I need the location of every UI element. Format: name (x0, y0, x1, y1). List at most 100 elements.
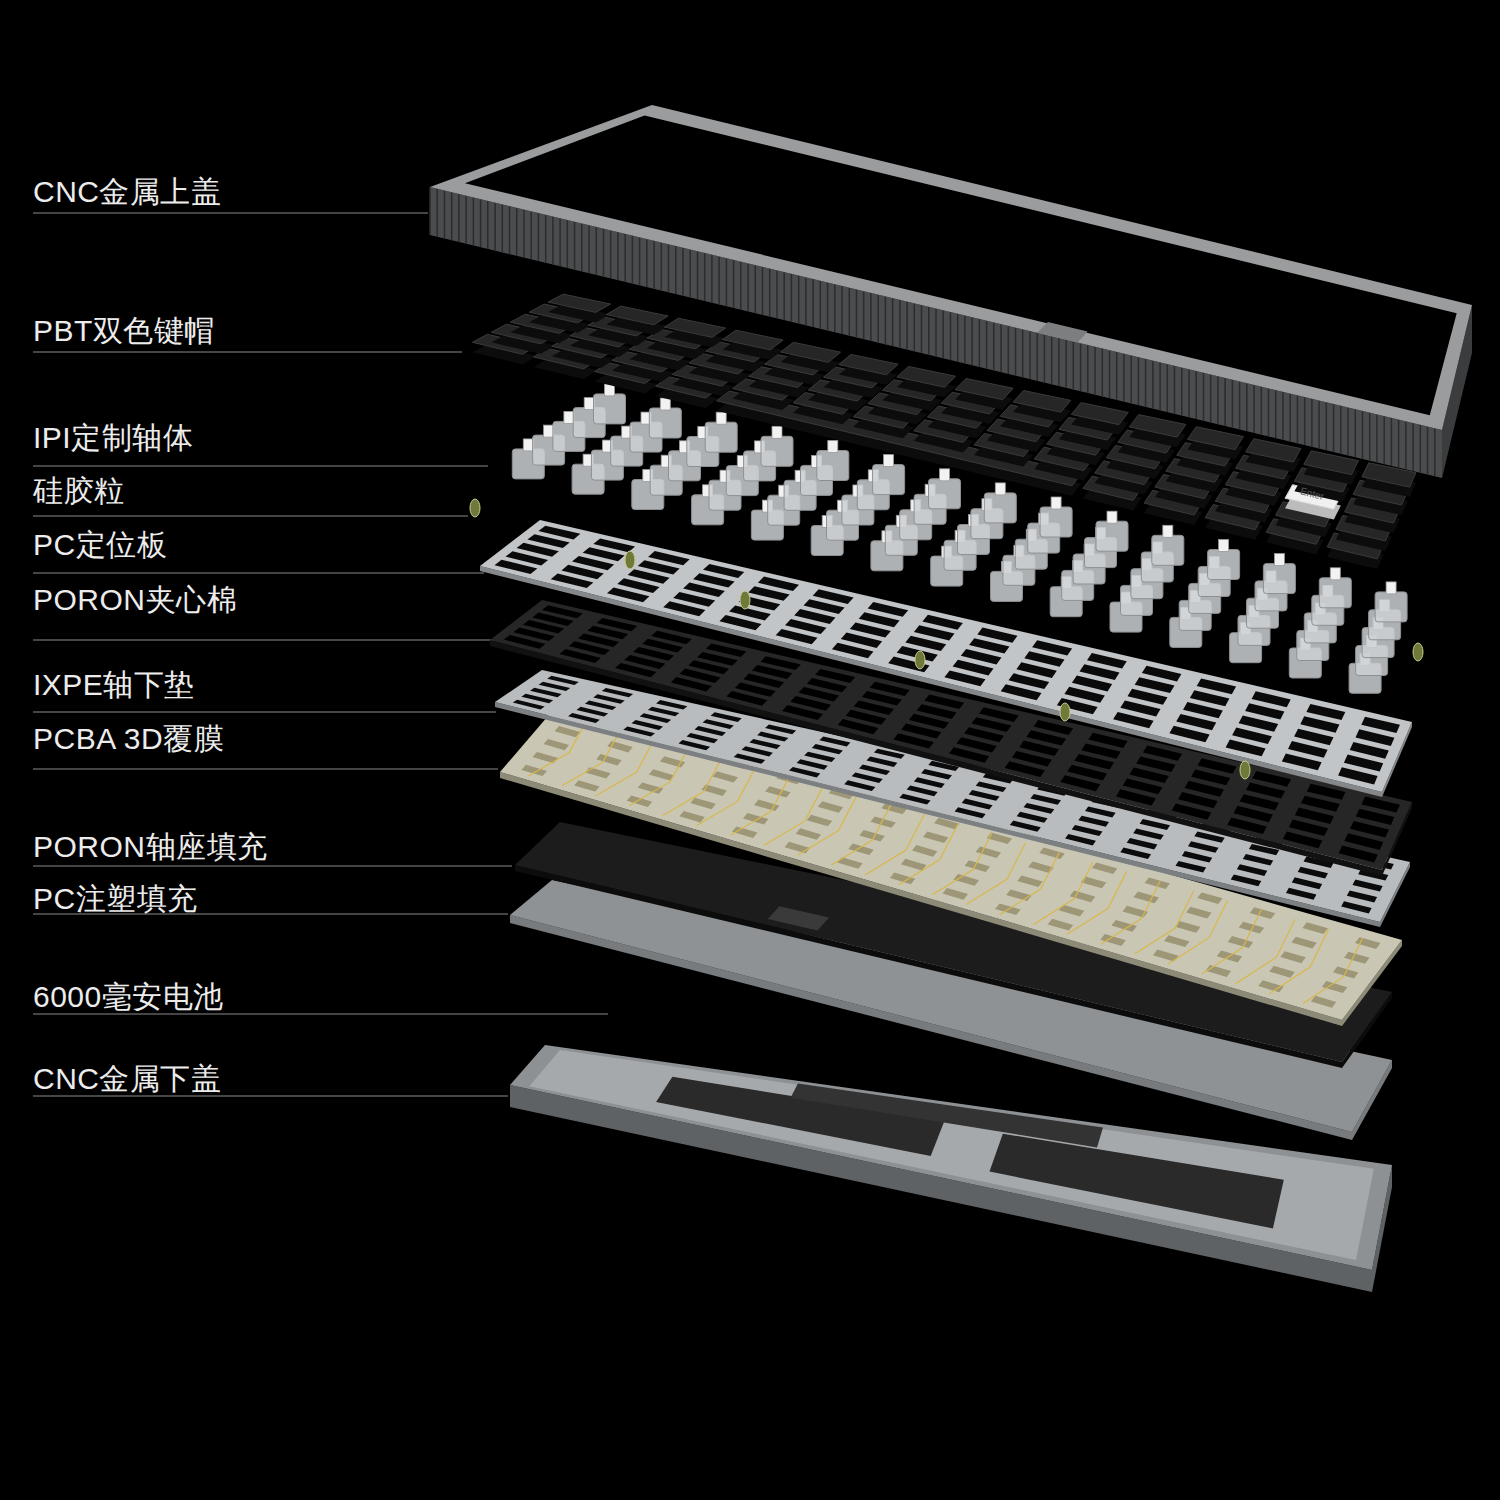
pcb-trace (1269, 929, 1328, 994)
frame-rib (639, 237, 641, 285)
frame-rib (979, 319, 981, 367)
ixpe-hole (742, 746, 773, 756)
pcb-pad (807, 815, 833, 827)
frame-rib (689, 250, 691, 298)
pcb-pad (1092, 863, 1118, 875)
plate-hole (1338, 767, 1378, 784)
keycap (1013, 391, 1071, 413)
frame-rib (429, 187, 431, 235)
pcb-pad (713, 771, 739, 782)
pcb-pad (1039, 848, 1065, 860)
ixpe-hole (1140, 819, 1171, 830)
foam-hole (706, 644, 747, 658)
frame-rib (603, 229, 605, 277)
plate-hole (1239, 715, 1279, 731)
frame-rib (632, 236, 634, 284)
ixpe-hole (687, 733, 719, 743)
pcb-pad (818, 801, 844, 812)
pcb-trace (730, 776, 790, 835)
frame-rib (1333, 404, 1335, 452)
switch-housing (649, 408, 681, 438)
leader-line (33, 515, 468, 516)
frame-rib (1261, 387, 1263, 435)
frame-rib (1268, 388, 1270, 436)
pcb-pad (1048, 919, 1074, 931)
switch-stem (1274, 554, 1284, 566)
frame-rib (870, 293, 872, 341)
ixpe-hole (539, 682, 571, 691)
frame-rib (993, 322, 995, 370)
keycap (839, 354, 898, 374)
switch-stem (564, 411, 574, 423)
leader-line (33, 639, 494, 640)
frame-rib (1376, 414, 1378, 462)
frame-rib (494, 203, 496, 251)
frame-rib (1152, 361, 1154, 409)
frame-rib (509, 206, 511, 254)
leader-line (33, 572, 484, 573)
leader-line (33, 865, 512, 866)
plate-hole (813, 589, 854, 604)
pcb-trace (1067, 872, 1127, 935)
frame-rib (552, 217, 554, 265)
pcb-pad (923, 831, 949, 843)
frame-rib (740, 262, 742, 310)
frame-rib (1232, 380, 1234, 428)
frame-rib (1405, 421, 1407, 469)
ixpe-hole (703, 719, 734, 729)
ixpe-hole (899, 794, 930, 805)
frame-rib (877, 295, 879, 343)
ixpe-pad-front (495, 702, 1380, 927)
frame-rib (653, 241, 655, 289)
frame-rib (1355, 409, 1357, 457)
plate-hole (648, 551, 690, 565)
frame-rib (444, 191, 446, 239)
ixpe-hole (585, 701, 617, 711)
ixpe-hole (734, 753, 766, 763)
plate-hole (1135, 677, 1175, 693)
switch-stem (828, 441, 838, 453)
frame-rib (1203, 373, 1205, 421)
keycap (897, 366, 956, 387)
ixpe-hole (867, 757, 898, 767)
switch-housing (1208, 550, 1240, 580)
keycap (1188, 427, 1244, 450)
ixpe-hole (593, 694, 624, 704)
ixpe-hole (1176, 861, 1207, 873)
frame-rib (783, 272, 785, 320)
plate-hole (1226, 740, 1266, 757)
ixpe-hole (656, 700, 687, 710)
ixpe-hole (1231, 874, 1262, 886)
frame-rib (697, 251, 699, 299)
frame-rib (1015, 328, 1017, 376)
ixpe-hole (521, 694, 553, 704)
foam-hole (1088, 733, 1127, 748)
frame-rib (1282, 392, 1284, 440)
frame-rib (1217, 376, 1219, 424)
frame-rib (588, 225, 590, 273)
ixpe-hole (852, 772, 883, 783)
ixpe-hole (1120, 848, 1151, 860)
pcb-pad (702, 785, 727, 796)
frame-rib (1311, 399, 1313, 447)
pcb-pad (1291, 937, 1316, 949)
ixpe-hole (812, 744, 843, 754)
frame-rib (1362, 411, 1364, 459)
foam-hole (1339, 846, 1378, 863)
frame-rib (1369, 413, 1371, 461)
ixpe-hole (1072, 825, 1103, 836)
frame-rib (986, 321, 988, 369)
pcb-pad (1134, 892, 1160, 904)
foam-hole (924, 695, 964, 710)
part-label: CNC金属上盖 (33, 175, 222, 209)
ixpe-hole (1292, 877, 1322, 889)
plate-hole (922, 615, 963, 630)
keycap (723, 330, 784, 350)
frame-rib (1022, 329, 1024, 377)
frame-rib (1145, 359, 1147, 407)
part-label: CNC金属下盖 (33, 1062, 222, 1096)
foam-hole (1252, 771, 1291, 787)
switch-housing (984, 493, 1016, 523)
frame-rib (1318, 401, 1320, 449)
